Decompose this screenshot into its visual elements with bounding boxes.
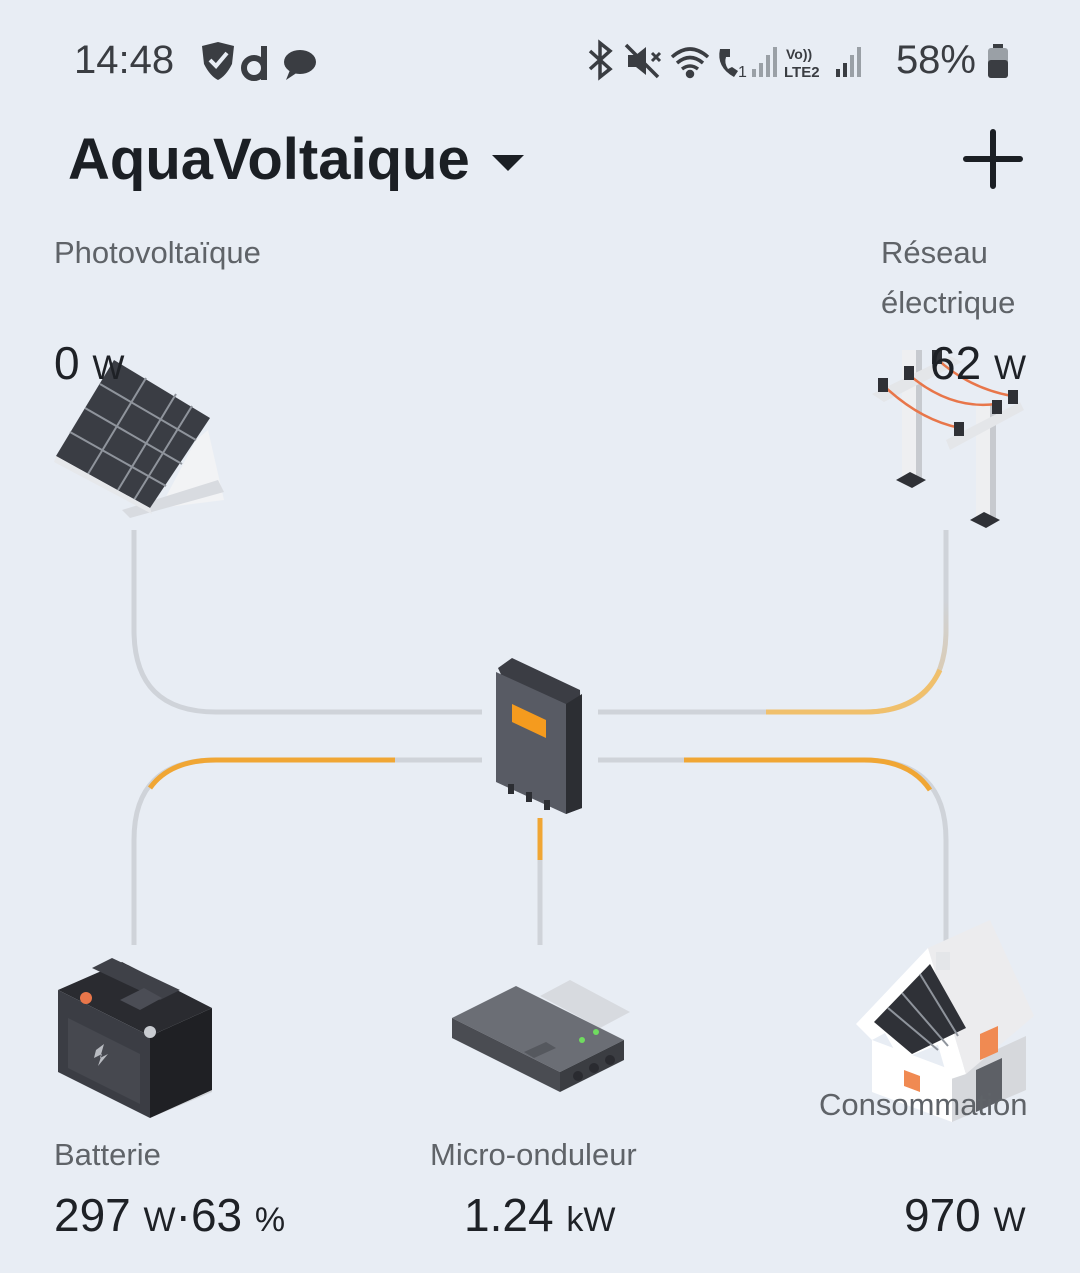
wifi-call-icon: 1	[719, 48, 747, 81]
micro-inverter-value: 1.24 kW	[464, 1189, 616, 1241]
status-time: 14:48	[74, 38, 175, 82]
d-app-icon	[241, 46, 267, 81]
chat-icon	[284, 50, 316, 80]
plus-icon[interactable]	[958, 124, 1028, 194]
battery-icon	[58, 958, 212, 1118]
svg-text:Vo)): Vo))	[786, 46, 812, 62]
grid-value: 62 W	[930, 337, 1027, 389]
status-left-icons	[200, 40, 330, 89]
flow-line-battery	[131, 757, 482, 945]
site-selector[interactable]: AquaVoltaique	[68, 126, 524, 193]
mute-icon	[624, 43, 661, 78]
consumption-value: 970 W	[904, 1189, 1026, 1241]
signal-icon	[835, 46, 861, 77]
svg-text:LTE2: LTE2	[784, 64, 820, 81]
wifi-icon	[670, 46, 710, 78]
grid-label: Réseau électrique	[881, 235, 1016, 320]
flow-line-pv	[131, 530, 482, 715]
flow-line-grid-active	[598, 600, 949, 715]
chevron-down-icon	[491, 154, 524, 171]
pv-value: 0 W	[54, 337, 125, 389]
inverter-hub-icon[interactable]	[496, 658, 582, 814]
volte-icon: Vo)) LTE2	[784, 46, 820, 81]
micro-inverter-label: Micro-onduleur	[430, 1137, 637, 1172]
solar-panel-icon	[54, 360, 224, 518]
page-title: AquaVoltaique	[68, 127, 470, 192]
battery-icon	[988, 43, 1008, 78]
svg-text:1: 1	[738, 64, 747, 81]
pv-label: Photovoltaïque	[54, 235, 261, 270]
micro-inverter-icon	[452, 980, 630, 1092]
power-pole-icon	[872, 350, 1024, 528]
shield-icon	[202, 42, 234, 80]
battery-percent: 58%	[895, 38, 976, 82]
battery-value: 297 W·63 %	[54, 1189, 286, 1241]
bluetooth-icon	[588, 38, 613, 81]
battery-label: Batterie	[54, 1137, 161, 1172]
signal-icon	[751, 46, 777, 77]
system-icons: 1 Vo)) LTE2	[588, 38, 861, 81]
flow-line-consumption	[598, 757, 949, 945]
consumption-label: Consommation	[819, 1087, 1028, 1122]
house-icon	[856, 920, 1034, 1122]
status-right: 1 Vo)) LTE2 58%	[586, 38, 1010, 83]
